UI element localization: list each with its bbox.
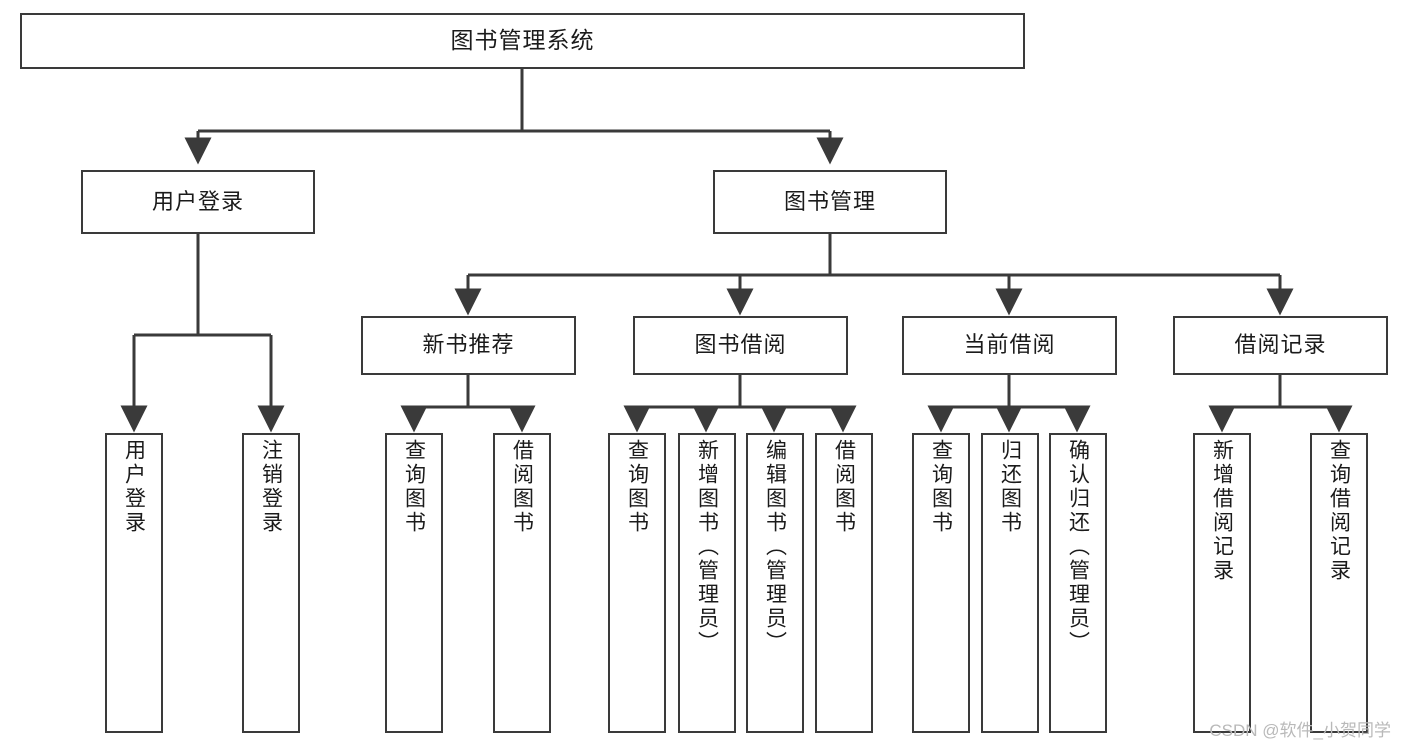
node-label: 借阅记录 — [1234, 332, 1327, 358]
leaf-recommend-query-book[interactable]: 查询图书 — [385, 433, 443, 733]
node-label: 注销登录 — [259, 439, 283, 535]
watermark-text: CSDN @软件_小贺同学 — [1209, 721, 1391, 740]
node-root-system[interactable]: 图书管理系统 — [20, 13, 1025, 69]
node-user-login[interactable]: 用户登录 — [81, 170, 315, 234]
node-label: 新增借阅记录 — [1210, 439, 1234, 583]
node-label: 图书管理 — [783, 188, 876, 214]
node-book-management[interactable]: 图书管理 — [713, 170, 947, 234]
node-label: 借阅图书 — [832, 439, 856, 535]
node-label: 查询图书 — [929, 439, 953, 535]
leaf-current-query-book[interactable]: 查询图书 — [912, 433, 970, 733]
leaf-user-login-logout[interactable]: 注销登录 — [242, 433, 300, 733]
node-current-borrow[interactable]: 当前借阅 — [902, 316, 1117, 375]
node-label: 归还图书 — [998, 439, 1022, 535]
node-borrow-record[interactable]: 借阅记录 — [1173, 316, 1388, 375]
node-label: 查询图书 — [625, 439, 649, 535]
leaf-user-login-login[interactable]: 用户登录 — [105, 433, 163, 733]
node-book-borrow[interactable]: 图书借阅 — [633, 316, 848, 375]
node-label: 图书借阅 — [694, 332, 787, 358]
leaf-record-query-record[interactable]: 查询借阅记录 — [1310, 433, 1368, 733]
node-label: 确认归还（管理员） — [1066, 439, 1090, 655]
leaf-borrow-borrow-book[interactable]: 借阅图书 — [815, 433, 873, 733]
leaf-current-confirm-return-admin[interactable]: 确认归还（管理员） — [1049, 433, 1107, 733]
node-label: 用户登录 — [122, 439, 146, 535]
leaf-borrow-edit-book-admin[interactable]: 编辑图书（管理员） — [746, 433, 804, 733]
node-label: 借阅图书 — [510, 439, 534, 535]
node-label: 用户登录 — [151, 188, 244, 214]
leaf-record-add-record[interactable]: 新增借阅记录 — [1193, 433, 1251, 733]
node-label: 查询图书 — [402, 439, 426, 535]
leaf-borrow-add-book-admin[interactable]: 新增图书（管理员） — [678, 433, 736, 733]
node-label: 查询借阅记录 — [1327, 439, 1351, 583]
node-label: 当前借阅 — [963, 332, 1056, 358]
node-label: 图书管理系统 — [450, 27, 595, 54]
node-label: 新书推荐 — [422, 332, 515, 358]
node-new-book-recommend[interactable]: 新书推荐 — [361, 316, 576, 375]
node-label: 编辑图书（管理员） — [763, 439, 787, 655]
leaf-current-return-book[interactable]: 归还图书 — [981, 433, 1039, 733]
leaf-recommend-borrow-book[interactable]: 借阅图书 — [493, 433, 551, 733]
leaf-borrow-query-book[interactable]: 查询图书 — [608, 433, 666, 733]
node-label: 新增图书（管理员） — [695, 439, 719, 655]
